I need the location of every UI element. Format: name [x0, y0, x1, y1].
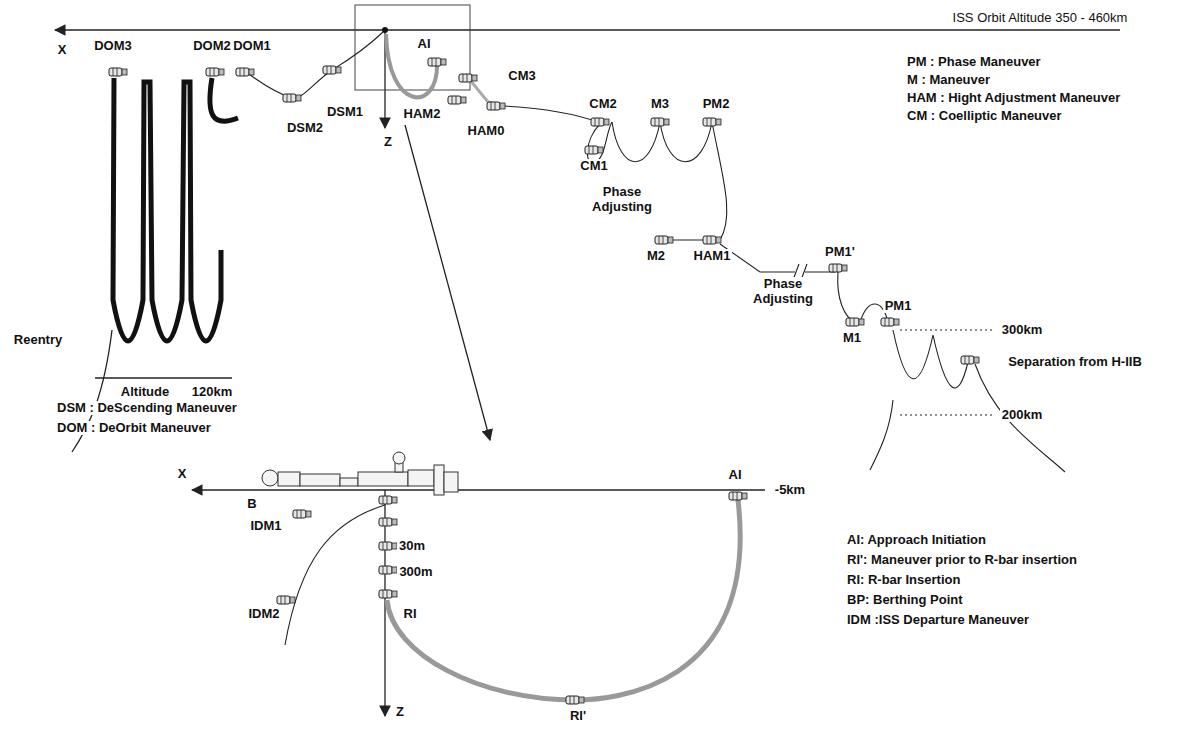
- diagram-label: CM : Coelliptic Maneuver: [905, 109, 1064, 124]
- htv-icons-top: [109, 58, 979, 364]
- diagram-label: Phase Adjusting: [584, 185, 660, 215]
- orbit-axes: [55, 5, 1120, 440]
- diagram-label: RI: [402, 607, 419, 622]
- diagram-label: PM1: [883, 299, 914, 314]
- diagram-label: DSM1: [325, 105, 365, 120]
- diagram-label: DOM3: [92, 39, 134, 54]
- diagram-label: HAM : Hight Adjustment Maneuver: [905, 91, 1122, 106]
- diagram-label: HAM0: [466, 124, 507, 139]
- diagram-label: Z: [394, 705, 406, 720]
- diagram-label: ISS Orbit Altitude 350 - 460km: [951, 11, 1130, 26]
- diagram-label: Altitude: [119, 385, 171, 400]
- diagram-label: DOM1: [231, 39, 273, 54]
- approach-path: [386, 34, 505, 106]
- diagram-label: IDM :ISS Departure Maneuver: [845, 613, 1031, 628]
- diagram-label: PM1': [823, 245, 857, 260]
- diagram-label: DOM : DeOrbit Maneuver: [55, 421, 213, 436]
- diagram-label: Reentry: [12, 333, 64, 348]
- diagram-label: RI': Maneuver prior to R-bar insertion: [845, 553, 1079, 568]
- diagram-label: M : Maneuver: [905, 73, 992, 88]
- diagram-label: Separation from H-IIB: [1006, 355, 1144, 370]
- htv-icons-bottom: [277, 492, 747, 704]
- diagram-label: DSM2: [285, 121, 325, 136]
- diagram-label: IDM2: [246, 607, 281, 622]
- close-approach-axes: [192, 490, 765, 716]
- diagram-label: Phase Adjusting: [745, 277, 821, 307]
- diagram-label: AI: [727, 468, 744, 483]
- diagram-label: DSM : DeScending Maneuver: [55, 401, 239, 416]
- diagram-label: PM : Phase Maneuver: [905, 55, 1043, 70]
- deorbit-trajectory: [113, 78, 238, 341]
- diagram-label: IDM1: [248, 519, 283, 534]
- rendezvous-trajectory: [505, 106, 1065, 472]
- diagram-label: AI: Approach Initiation: [845, 533, 988, 548]
- diagram-label: M3: [649, 97, 671, 112]
- diagram-label: DOM2: [191, 39, 233, 54]
- altitude-lines: [900, 330, 995, 415]
- diagram-label: CM1: [578, 159, 609, 174]
- diagram-label: HAM2: [402, 107, 443, 122]
- diagram-label: 120km: [190, 385, 234, 400]
- diagram-label: M1: [841, 331, 863, 346]
- diagram-label: 30m: [397, 539, 427, 554]
- diagram-label: RI: R-bar Insertion: [845, 573, 962, 588]
- iss-station: [262, 452, 458, 495]
- diagram-label: X: [176, 467, 189, 482]
- diagram-label: B: [245, 497, 258, 512]
- diagram-label: RI': [568, 709, 588, 724]
- diagram-label: BP: Berthing Point: [845, 593, 965, 608]
- diagram-label: 300km: [1000, 323, 1044, 338]
- diagram-label: AI: [416, 37, 433, 52]
- diagram-label: PM2: [701, 97, 732, 112]
- diagram-label: Z: [382, 135, 394, 150]
- rbar-approach: [285, 500, 740, 700]
- diagram-label: 300m: [397, 565, 434, 580]
- diagram-label: HAM1: [692, 249, 733, 264]
- diagram-label: X: [56, 43, 69, 58]
- diagram-label: 200km: [1000, 408, 1044, 423]
- diagram-label: M2: [645, 249, 667, 264]
- diagram-label: CM2: [587, 97, 618, 112]
- diagram-label: -5km: [773, 483, 807, 498]
- diagram-label: CM3: [506, 69, 537, 84]
